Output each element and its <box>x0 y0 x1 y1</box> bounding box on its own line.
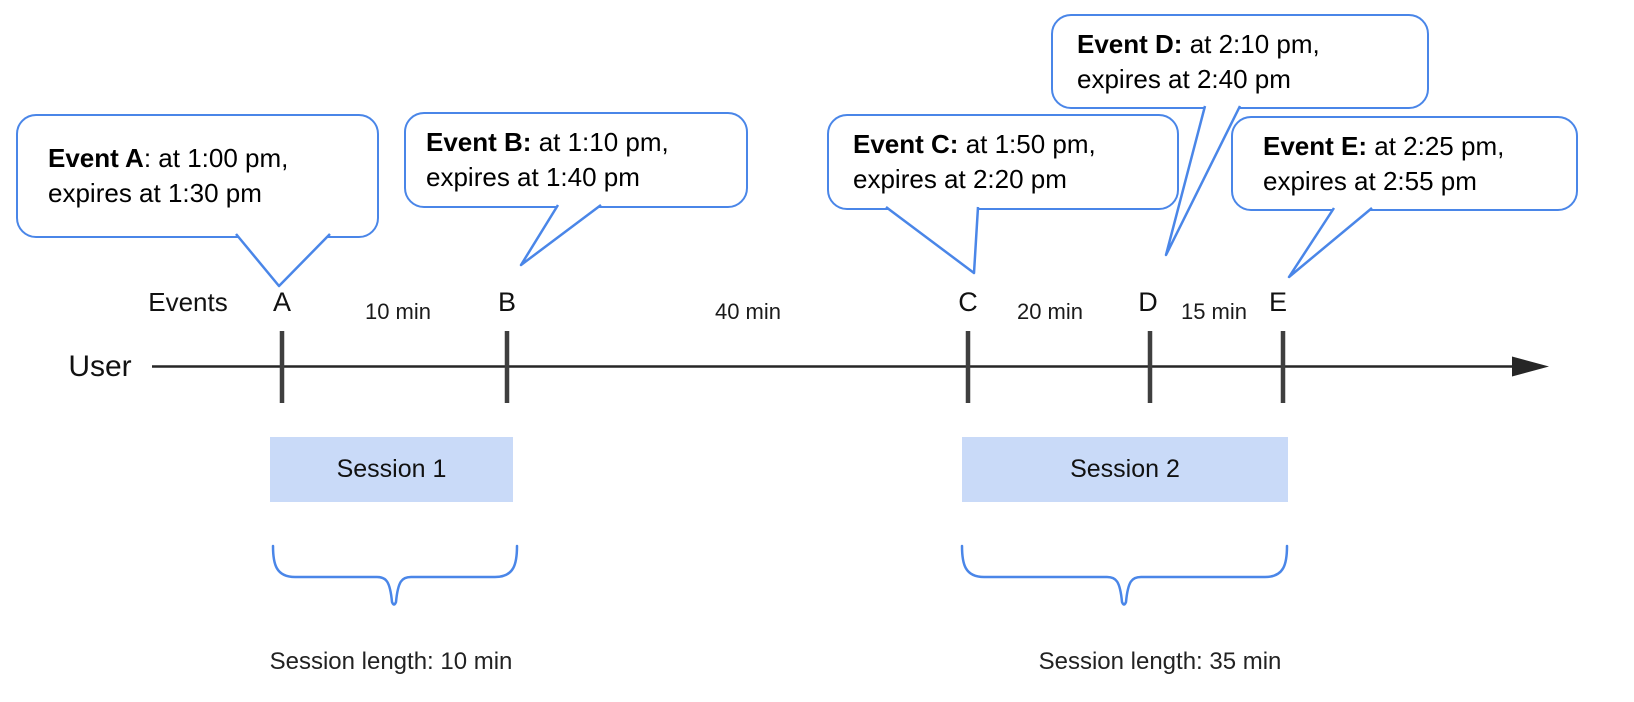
user-label: User <box>68 350 132 383</box>
event-c-line2: expires at 2:20 pm <box>853 164 1067 194</box>
event-d-line2: expires at 2:40 pm <box>1077 63 1291 94</box>
tick-label-e: E <box>1268 287 1288 317</box>
session2-brace <box>960 544 1289 606</box>
event-a-line1: Event A: at 1:00 pm, <box>48 143 289 173</box>
event-b-line1: Event B: at 1:10 pm, <box>426 127 669 157</box>
event-a-line2: expires at 1:30 pm <box>48 178 262 208</box>
event-e-callout: Event E: at 2:25 pm, expires at 2:55 pm <box>1231 116 1578 211</box>
event-b-line2: expires at 1:40 pm <box>426 162 640 192</box>
tick-label-c: C <box>958 287 978 317</box>
event-c-callout: Event C: at 1:50 pm, expires at 2:20 pm <box>827 114 1179 210</box>
event-d-line1: Event D: at 2:10 pm, <box>1077 28 1320 59</box>
interval-label-ab: 10 min <box>364 299 432 324</box>
events-label: Events <box>148 287 228 317</box>
event-e-line2: expires at 2:55 pm <box>1263 165 1477 196</box>
session2-label: Session 2 <box>1070 455 1180 483</box>
interval-label-bc: 40 min <box>714 299 782 324</box>
event-a-callout: Event A: at 1:00 pm, expires at 1:30 pm <box>16 114 379 238</box>
interval-label-cd: 20 min <box>1016 299 1084 324</box>
tick-label-a: A <box>272 287 292 317</box>
interval-label-de: 15 min <box>1180 299 1248 324</box>
session2-length-label: Session length: 35 min <box>1038 648 1282 675</box>
session1-brace <box>271 544 519 606</box>
event-c-line1: Event C: at 1:50 pm, <box>853 129 1096 159</box>
timeline-arrowhead-icon <box>1512 356 1549 377</box>
event-d-callout: Event D: at 2:10 pm, expires at 2:40 pm <box>1051 14 1429 109</box>
event-b-callout: Event B: at 1:10 pm, expires at 1:40 pm <box>404 112 748 208</box>
session1-box: Session 1 <box>270 437 513 502</box>
session1-length-label: Session length: 10 min <box>269 648 513 675</box>
event-e-line1: Event E: at 2:25 pm, <box>1263 130 1505 161</box>
session1-label: Session 1 <box>336 455 447 483</box>
session2-box: Session 2 <box>962 437 1288 502</box>
tick-label-d: D <box>1138 287 1158 317</box>
tick-label-b: B <box>497 287 517 317</box>
